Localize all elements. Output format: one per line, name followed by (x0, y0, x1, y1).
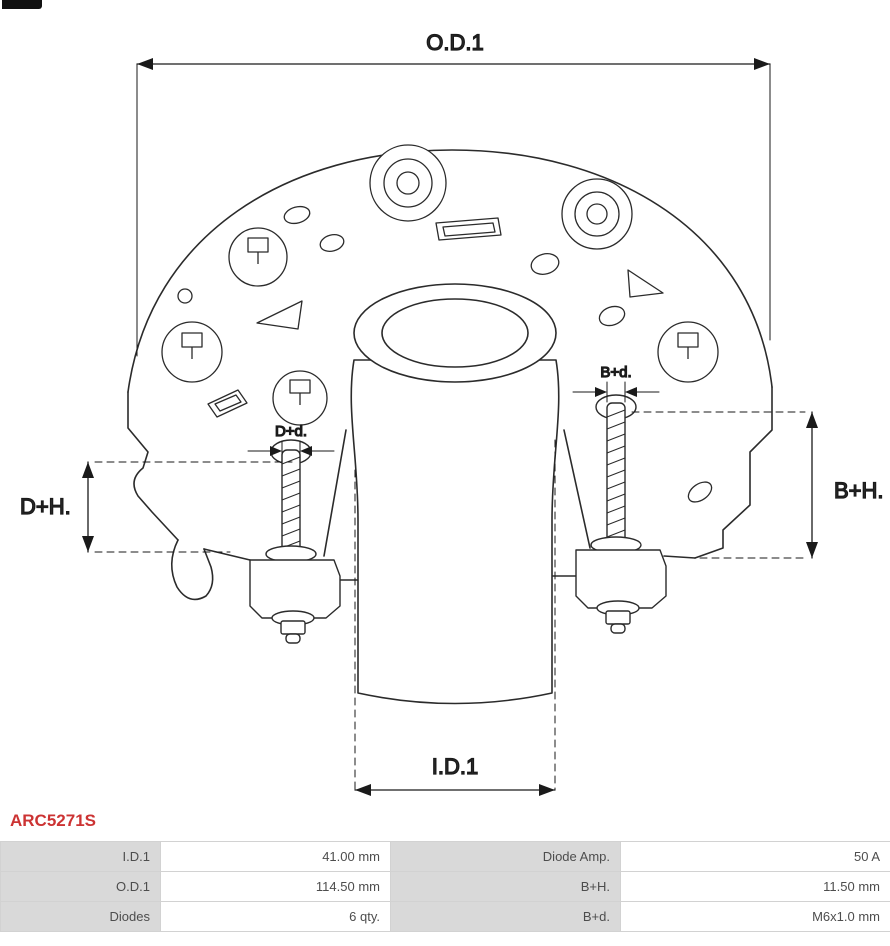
right-stud (575, 394, 667, 634)
id1-label: I.D.1 (432, 754, 478, 779)
outer-arc (127, 149, 773, 393)
spec-label-cell: B+H. (390, 871, 621, 902)
terminal-post-1 (369, 144, 447, 222)
spec-row: I.D.1 41.00 mm Diode Amp. 50 A (0, 841, 890, 872)
right-edge (694, 386, 773, 559)
spec-row: Diodes 6 qty. B+d. M6x1.0 mm (0, 901, 890, 932)
spec-value-cell: M6x1.0 mm (620, 901, 890, 932)
plate-features (161, 144, 719, 503)
spec-label-cell: O.D.1 (0, 871, 161, 902)
left-edge (127, 391, 179, 541)
left-stud (249, 439, 341, 644)
brand-logo-fragment (2, 0, 42, 9)
right-stud-nut (605, 610, 631, 625)
rectifier-outline (127, 149, 773, 705)
arrow-mark-right (627, 269, 664, 298)
slot-hole (435, 217, 502, 241)
spec-label-cell: B+d. (390, 901, 621, 932)
inner-edge-left (323, 429, 347, 557)
diagram-area: O.D.1 I.D.1 D+H. B+H. (19, 29, 884, 796)
dimension-od1: O.D.1 (136, 29, 771, 357)
spec-label-cell: I.D.1 (0, 841, 161, 872)
dimension-bplus-d: B+d. (572, 363, 660, 403)
arrow-mark-left (256, 300, 303, 330)
left-stud-shaft (281, 449, 301, 553)
dplus-d-label: D+d. (275, 423, 307, 440)
terminal-post-2 (561, 178, 633, 250)
dimensions: O.D.1 I.D.1 D+H. B+H. (19, 29, 884, 796)
slot-hole-2 (207, 389, 248, 418)
left-foot (170, 539, 214, 601)
inner-edge-right (563, 429, 591, 549)
dimension-dplus-d: D+d. (247, 422, 335, 462)
spec-label-cell: Diode Amp. (390, 841, 621, 872)
dimension-bplus-h: B+H. (631, 411, 884, 559)
spec-value-cell: 114.50 mm (160, 871, 391, 902)
bplus-d-label: B+d. (600, 364, 631, 381)
technical-diagram: O.D.1 I.D.1 D+H. B+H. (19, 29, 884, 796)
spec-row: O.D.1 114.50 mm B+H. 11.50 mm (0, 871, 890, 902)
left-stud-block (249, 559, 341, 619)
od1-label: O.D.1 (426, 30, 483, 55)
bplus-h-label: B+H. (834, 478, 884, 503)
center-tube (350, 359, 560, 705)
spec-label-cell: Diodes (0, 901, 161, 932)
spec-value-cell: 6 qty. (160, 901, 391, 932)
left-stud-nut (280, 620, 306, 635)
dplus-h-label: D+H. (20, 494, 71, 519)
spec-value-cell: 50 A (620, 841, 890, 872)
spec-value-cell: 41.00 mm (160, 841, 391, 872)
part-number: ARC5271S (10, 811, 96, 830)
spec-value-cell: 11.50 mm (620, 871, 890, 902)
dimension-dplus-h: D+H. (19, 461, 293, 553)
bore-collar-inner (381, 298, 529, 368)
dimension-id1: I.D.1 (354, 439, 556, 796)
spec-table: I.D.1 41.00 mm Diode Amp. 50 A O.D.1 114… (0, 841, 890, 932)
right-stud-block (575, 549, 667, 609)
